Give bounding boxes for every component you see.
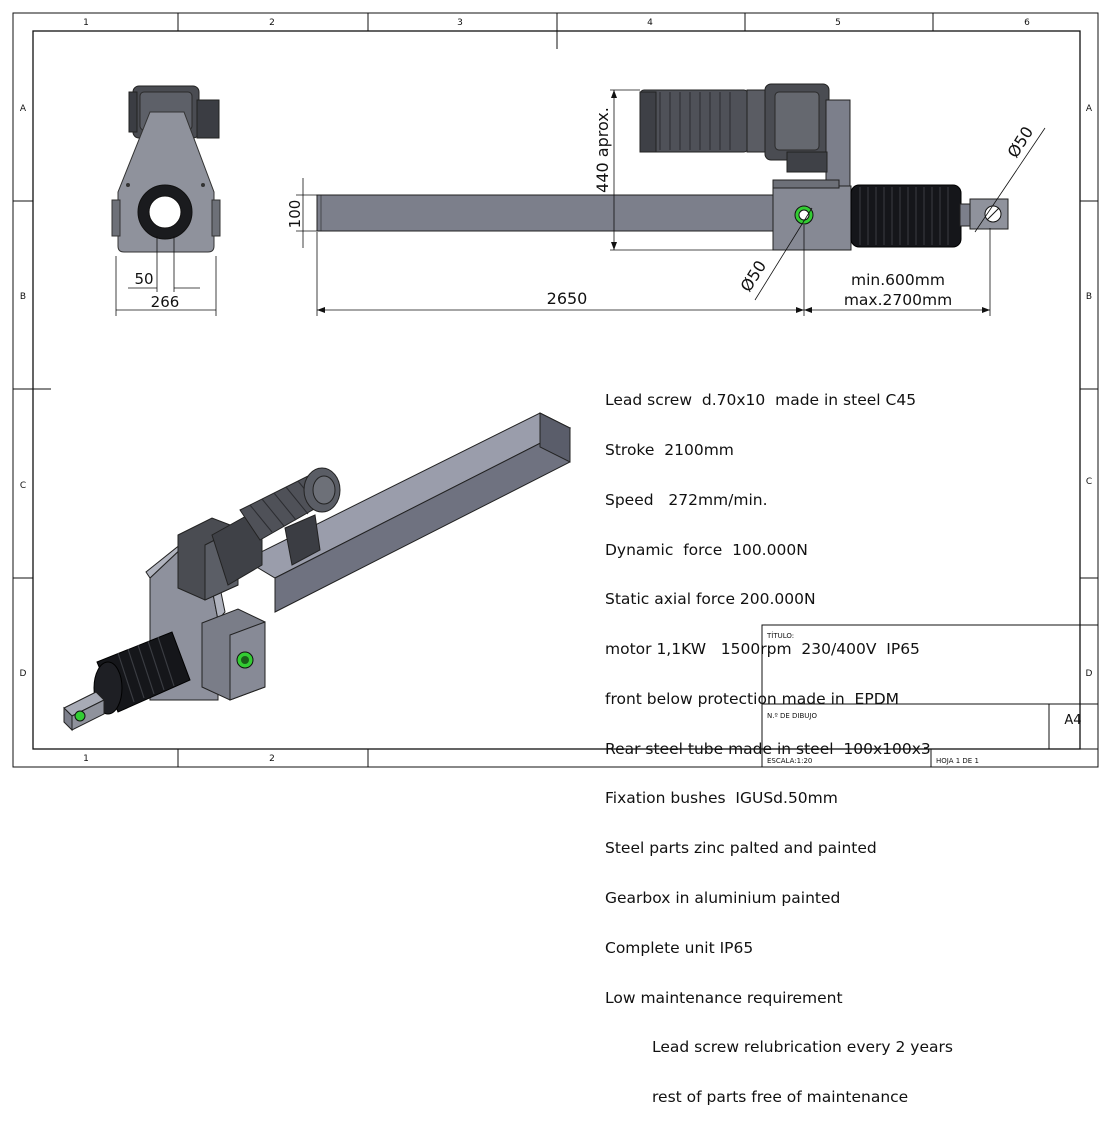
spec-line: Lead screw d.70x10 made in steel C45 xyxy=(605,391,917,410)
sheet-number-label: HOJA 1 DE 1 xyxy=(936,757,979,765)
dim-stroke-max: max.2700mm xyxy=(844,291,952,309)
spec-line: Dynamic force 100.000N xyxy=(605,540,808,559)
zone-row-a-right: A xyxy=(1086,104,1093,114)
drawing-number-label: N.º DE DIBUJO xyxy=(767,712,817,720)
spec-line: Speed 272mm/min. xyxy=(605,490,768,509)
sheet-size: A4 xyxy=(1064,713,1081,728)
dim-dia-50-eye: Ø50 xyxy=(1004,123,1038,161)
zone-col-2: 2 xyxy=(269,18,275,28)
spec-line: Gearbox in aluminium painted xyxy=(605,889,841,907)
spec-line: Steel parts zinc palted and painted xyxy=(605,839,877,858)
spec-line: Static axial force 200.000N xyxy=(605,590,816,609)
zone-col-1: 1 xyxy=(83,18,89,28)
zone-row-d-left: D xyxy=(20,669,27,679)
zone-bottom-col-1: 1 xyxy=(83,754,89,764)
spec-notes: Lead screw d.70x10 made in steel C45 Str… xyxy=(605,359,1075,1122)
dim-width-50: 50 xyxy=(134,270,153,288)
zone-col-3: 3 xyxy=(457,18,463,28)
spec-line: Complete unit IP65 xyxy=(605,938,754,957)
dim-length-2650: 2650 xyxy=(547,289,588,308)
rear-tube xyxy=(316,194,778,232)
title-block xyxy=(392,624,1099,768)
dim-width-266: 266 xyxy=(151,293,180,311)
end-view: 50 266 xyxy=(111,85,221,316)
dim-stroke-min: min.600mm xyxy=(851,271,945,289)
side-zone-dividers xyxy=(13,200,1098,579)
spec-line: Fixation bushes IGUSd.50mm xyxy=(605,789,838,808)
spec-subline: rest of parts free of maintenance xyxy=(652,1088,909,1107)
spec-line: Rear steel tube made in steel 100x100x3 xyxy=(605,739,931,758)
spec-line: Stroke 2100mm xyxy=(605,440,734,459)
zone-bottom-col-2: 2 xyxy=(269,754,275,764)
zone-col-5: 5 xyxy=(835,18,841,28)
outer-frame xyxy=(12,12,1099,768)
zone-col-4: 4 xyxy=(647,18,653,28)
zone-row-b-right: B xyxy=(1086,292,1092,302)
spec-subline: Lead screw relubrication every 2 years xyxy=(652,1038,953,1057)
title-label: TÍTULO: xyxy=(766,631,794,640)
zone-row-c-left: C xyxy=(20,481,26,491)
dim-dia-50-bush: Ø50 xyxy=(737,257,771,295)
zone-row-c-right: C xyxy=(1086,477,1092,487)
spec-line: Low maintenance requirement xyxy=(605,988,843,1007)
zone-row-d-right: D xyxy=(1086,669,1093,679)
zone-row-b-left: B xyxy=(20,292,26,302)
drawing-sheet: 1 2 3 4 5 6 A B C D A B C D 1 2 xyxy=(12,12,1099,768)
zone-col-6: 6 xyxy=(1024,18,1030,28)
side-view: 100 440 aprox. 2650 Ø50 Ø50 min.600mm ma… xyxy=(286,83,1046,316)
top-zone-dividers xyxy=(177,13,934,49)
bottom-zone-dividers xyxy=(177,749,369,767)
dim-height-440: 440 aprox. xyxy=(593,107,612,193)
zone-row-a-left: A xyxy=(20,104,27,114)
scale-label: ESCALA:1:20 xyxy=(767,757,812,765)
spec-line: front below protection made in EPDM xyxy=(605,689,900,708)
spec-line: motor 1,1KW 1500rpm 230/400V IP65 xyxy=(605,640,920,659)
isometric-view xyxy=(63,412,572,732)
dim-height-100: 100 xyxy=(286,200,304,229)
